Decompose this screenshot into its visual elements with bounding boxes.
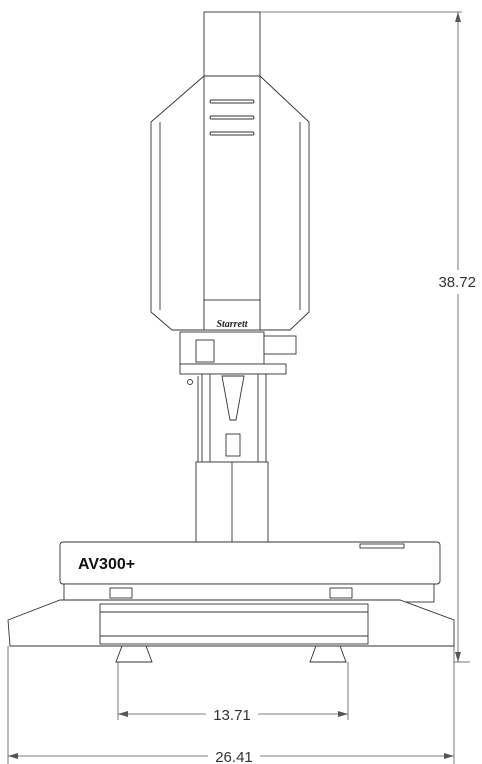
lens-window [225,433,241,457]
mounting-plate [179,363,287,375]
z-carriage-side [263,335,297,355]
knob-bracket [195,339,215,363]
head-lower-panel [203,299,261,331]
base-width-label: 26.41 [215,749,253,764]
arrow-right-icon [444,753,454,759]
arrow-up-icon [455,12,461,22]
vent-slot-3 [209,131,255,136]
lens-cone [221,375,245,421]
arrow-right-icon [338,711,348,717]
model-label: AV300+ [78,556,135,573]
arrow-left-icon [8,753,18,759]
height-dimension-label: 38.72 [438,274,476,291]
stage-top-inset [359,543,405,549]
stage-clamp-right [329,587,353,599]
vent-slot-2 [209,115,255,120]
vent-slot-1 [209,99,255,104]
base-rail [99,603,369,645]
foot-spacing-label: 13.71 [213,707,251,724]
z-carriage [179,331,265,365]
foot-left [115,645,153,663]
arrow-down-icon [455,652,461,662]
arrow-left-icon [118,711,128,717]
side-screw-icon [187,379,193,385]
stage-clamp-left [109,587,133,599]
brand-label: Starrett [216,319,248,330]
foot-right [309,645,347,663]
top-column [203,11,261,83]
head-housing [150,75,310,331]
